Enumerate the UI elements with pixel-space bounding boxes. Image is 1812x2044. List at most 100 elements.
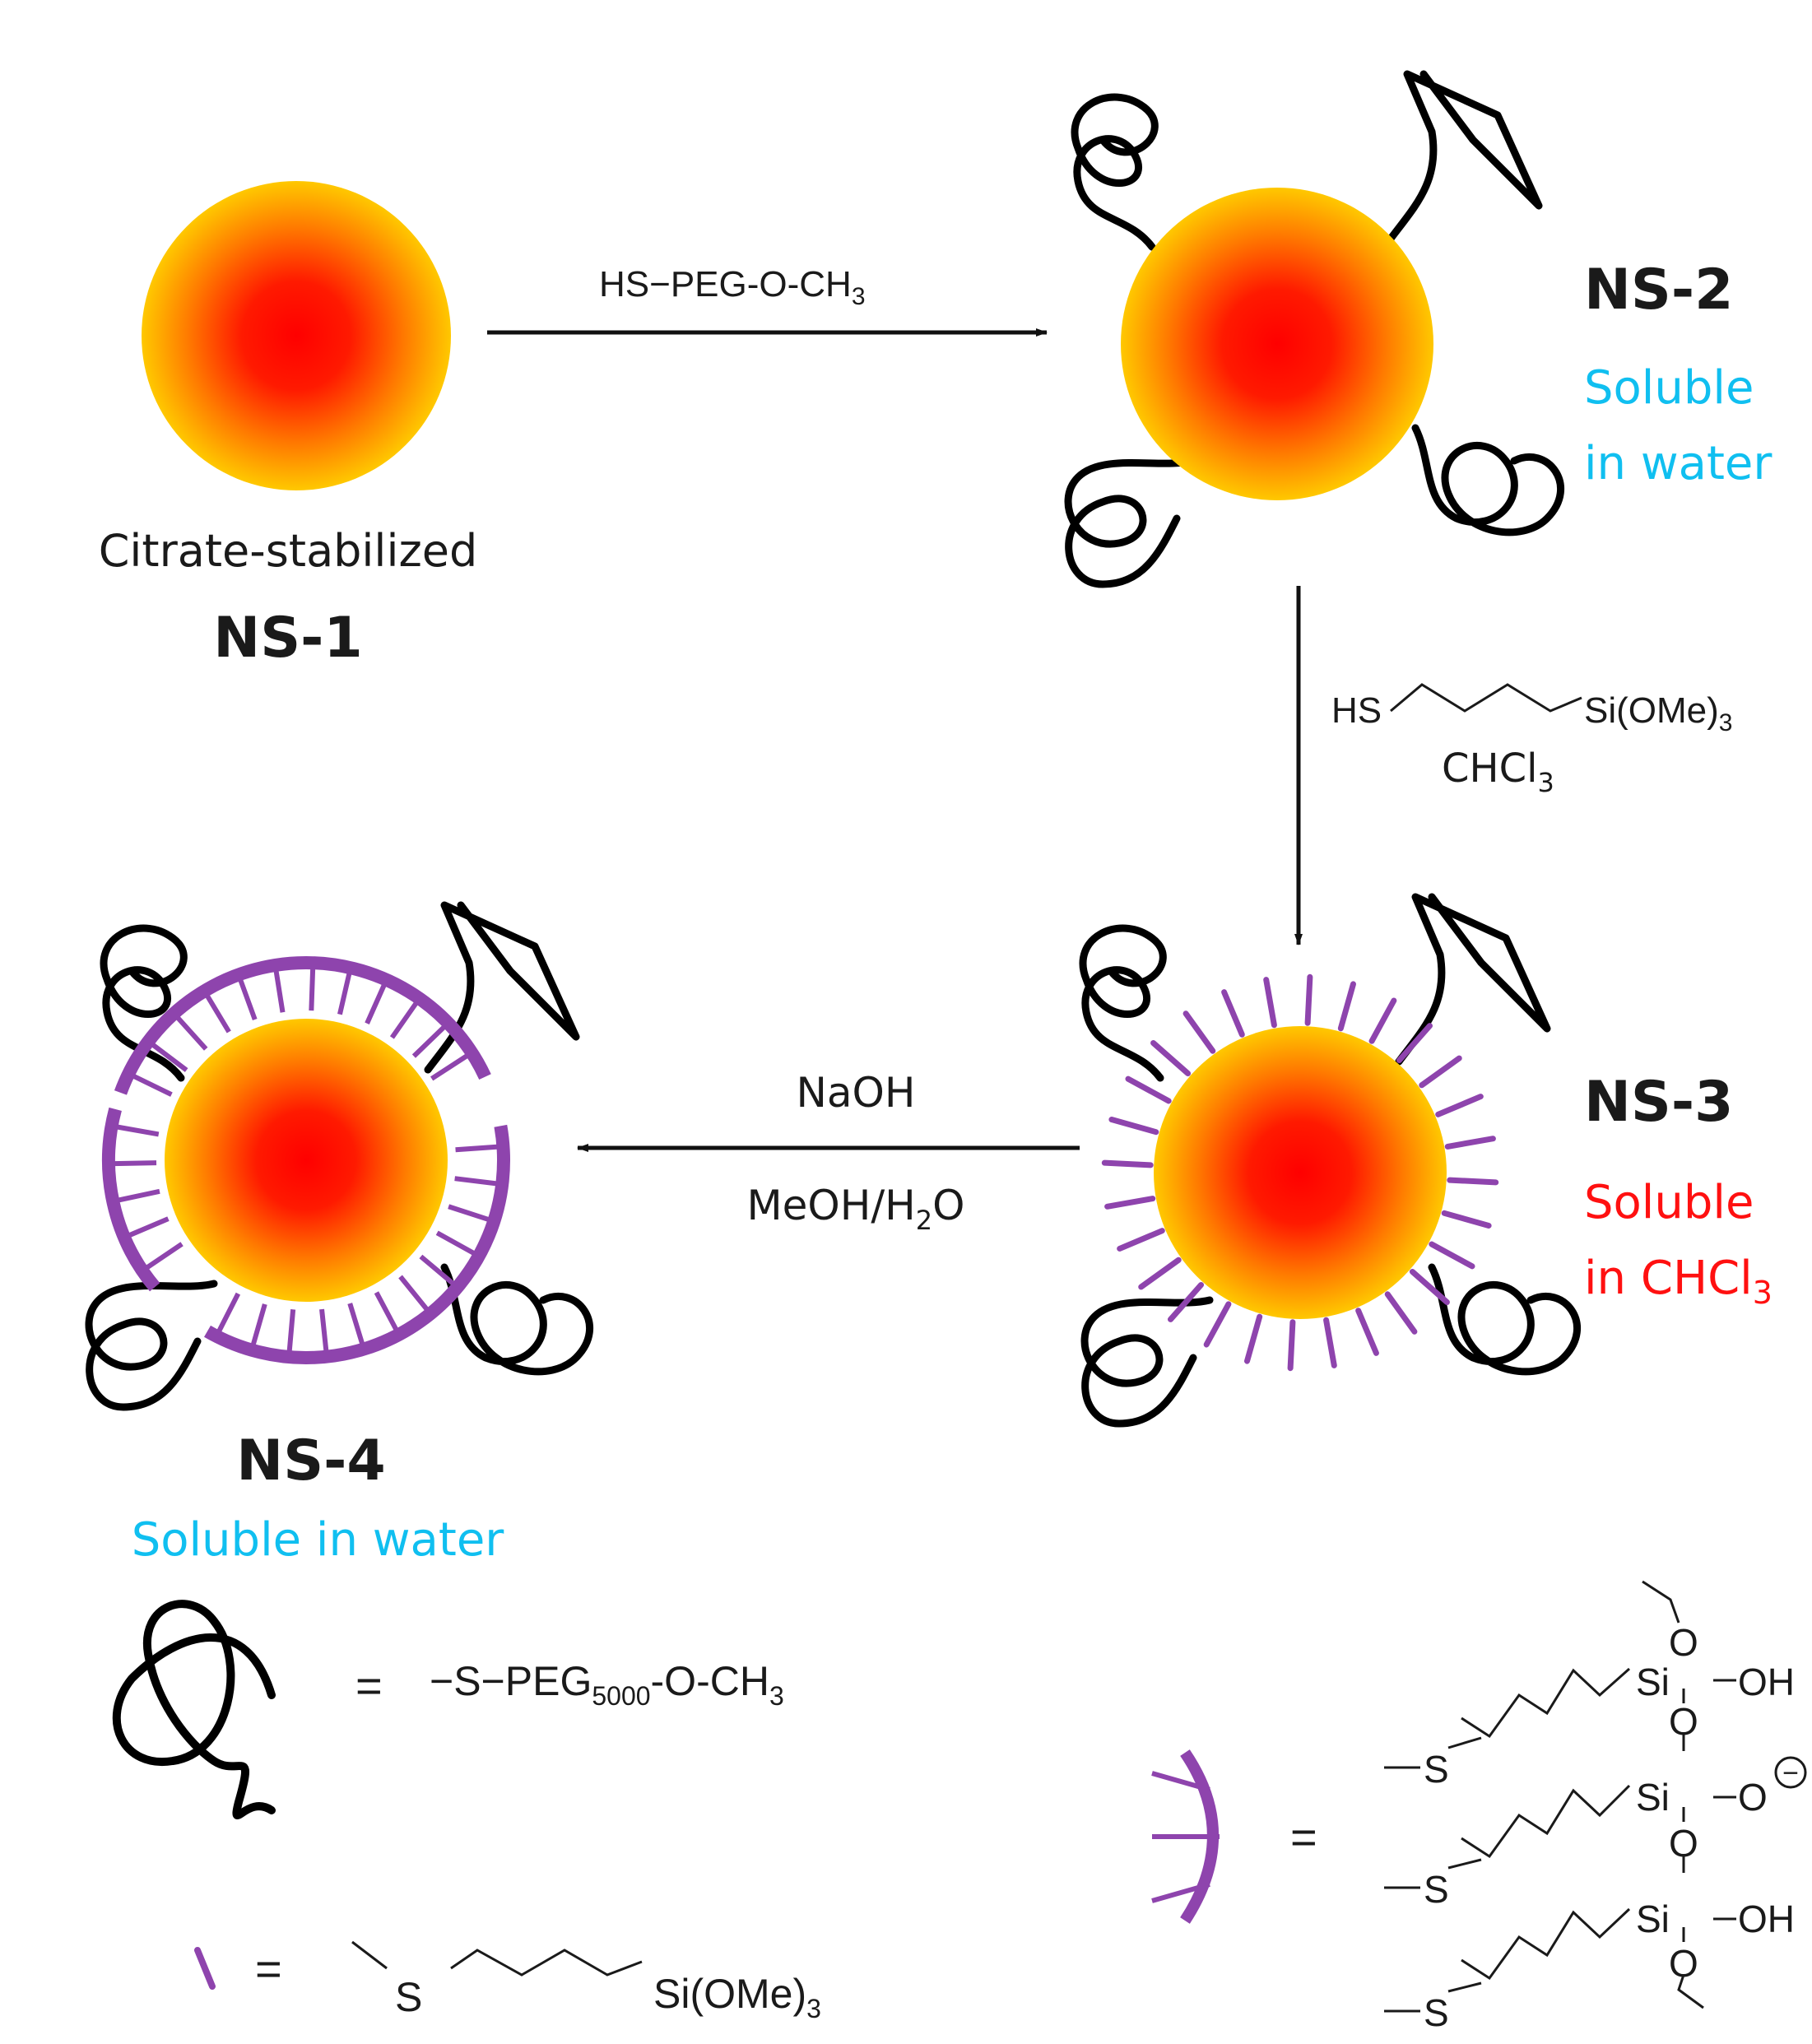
ns4-label: NS-4 (236, 1428, 385, 1494)
silica-shell-tick (145, 1242, 184, 1271)
silane-ligand-mark (1203, 1301, 1232, 1348)
silica-shell-tick (419, 1254, 456, 1286)
legend-shell-o-bottom: O (1669, 1942, 1698, 1985)
silane-ligand-mark (1368, 997, 1397, 1044)
ns1-label: NS-1 (213, 606, 362, 671)
step3-solvent: MeOH/H2O (746, 1182, 964, 1236)
legend-shell-charge-icon (1774, 1756, 1807, 1789)
ns3-silane-ligands (1101, 973, 1499, 1372)
ns4-peg-chain-tr (428, 905, 576, 1070)
ns3-peg-chain-tl (1083, 928, 1163, 1078)
silane-ligand-mark (1167, 1281, 1205, 1322)
silica-shell-tick (151, 1042, 188, 1072)
legend-silane: = S Si(OMe)3 (194, 1940, 821, 2023)
silane-ligand-mark (1101, 1159, 1154, 1168)
ns3-peg-chain-br (1432, 1267, 1577, 1372)
silica-shell-tick (204, 993, 231, 1034)
ns2-peg-chain-tl (1075, 97, 1155, 247)
silica-shell-tick (411, 1024, 447, 1058)
silane-ligand-mark (1337, 981, 1356, 1032)
silane-ligand-mark (1435, 1094, 1484, 1117)
silica-shell-tick (398, 1275, 430, 1312)
ns4-peg-chain-bl (89, 1284, 214, 1407)
legend-shell: = O Si OH (1151, 1580, 1807, 2034)
legend-shell-oh3: OH (1738, 1898, 1795, 1940)
legend-shell-s1: S (1424, 1748, 1449, 1791)
ns3-peg-chain-bl (1085, 1300, 1210, 1424)
silica-shell-tick (216, 1292, 241, 1333)
ns4-silica-shell (102, 956, 510, 1365)
step3-base: NaOH (797, 1069, 916, 1117)
legend-shell-s3: S (1424, 1991, 1449, 2034)
step2-solvent: CHCl3 (1442, 746, 1554, 798)
silica-shell-tick (435, 1230, 476, 1257)
silica-shell-tick (448, 1204, 490, 1223)
ns4-solubility: Soluble in water (132, 1513, 505, 1567)
legend-silane-chain (351, 1940, 643, 1977)
silica-shell-tick (132, 1073, 173, 1097)
legend-shell-s2: S (1424, 1868, 1449, 1911)
silica-shell-segment (114, 956, 491, 1095)
silica-shell-segment (102, 1107, 160, 1292)
silane-ligand-mark (1138, 1257, 1182, 1290)
silica-shell-tick (430, 1053, 469, 1081)
silica-shell-tick (455, 1144, 499, 1153)
legend: = −S−PEG5000-O-CH3 = S Si(OMe)3 = (112, 1580, 1807, 2034)
silica-shell-tick (116, 1124, 160, 1137)
silica-shell-tick (374, 1291, 399, 1332)
silane-ligand-mark (1150, 1039, 1192, 1077)
silane-ligand-mark (1117, 1228, 1165, 1252)
silica-shell-tick (238, 978, 258, 1021)
legend-silane-s: S (395, 1974, 422, 2020)
silica-shell-tick (117, 1188, 160, 1203)
ns2-core (1121, 188, 1433, 500)
ns2-peg-chain-tr (1391, 74, 1539, 239)
silica-shell-tick (454, 1176, 498, 1187)
legend-peg: = −S−PEG5000-O-CH3 (112, 1600, 784, 1819)
step2-silane: Si(OMe)3 (1584, 690, 1732, 736)
silane-ligand-mark (1244, 1313, 1263, 1364)
ns2-peg-chain-bl (1068, 461, 1193, 584)
legend-silane-si: Si(OMe)3 (653, 1971, 821, 2023)
silica-shell-segment (204, 1124, 510, 1365)
silica-shell-tick (128, 1216, 170, 1238)
step2-thiol: HS (1331, 690, 1382, 731)
silane-ligand-mark (1444, 1136, 1496, 1150)
legend-shell-si3: Si (1636, 1898, 1670, 1940)
legend-shell-structure (1384, 1580, 1736, 2013)
silica-shell-tick (365, 983, 387, 1024)
step1-reagent: HS−PEG-O-CH3 (599, 264, 866, 310)
silane-ligand-mark (1182, 1010, 1216, 1054)
silane-ligand-mark (1429, 1241, 1475, 1270)
silica-shell-tick (273, 969, 286, 1013)
silane-ligand-mark (1447, 1177, 1499, 1186)
legend-peg-formula: −S−PEG5000-O-CH3 (430, 1658, 784, 1711)
legend-shell-o-top: O (1669, 1621, 1698, 1664)
silica-shell-tick (347, 1303, 365, 1345)
silica-shell-tick (113, 1160, 157, 1167)
legend-silane-equals: = (255, 1943, 282, 1995)
legend-shell-si1: Si (1636, 1661, 1670, 1703)
silica-shell-tick (286, 1309, 296, 1353)
silica-shell-tick (309, 968, 316, 1011)
step2-propyl-chain (1390, 683, 1582, 713)
silane-ligand-mark (1263, 977, 1277, 1029)
silica-shell-tick (337, 972, 352, 1015)
step2-reagent: HS Si(OMe)3 CHCl3 (1331, 683, 1732, 798)
silica-shell-tick (175, 1015, 208, 1051)
ns2-nanoparticle (1068, 74, 1561, 584)
legend-shell-oh1: OH (1738, 1661, 1795, 1703)
ns1-nanoparticle (142, 181, 451, 490)
silane-ligand-mark (1287, 1319, 1296, 1372)
legend-shell-charge: − (1782, 1758, 1799, 1789)
silane-ligand-mark (1104, 1196, 1156, 1210)
ns3-nanoparticle (1083, 897, 1577, 1424)
silane-ligand-mark (1396, 1023, 1433, 1064)
silane-ligand-mark (1384, 1291, 1418, 1335)
legend-shell-o-mid1: O (1669, 1700, 1698, 1743)
silane-ligand-mark (1125, 1075, 1172, 1104)
silica-shell-tick (250, 1303, 267, 1346)
legend-shell-ticks (1151, 1771, 1220, 1903)
legend-shell-equals: = (1290, 1811, 1317, 1863)
